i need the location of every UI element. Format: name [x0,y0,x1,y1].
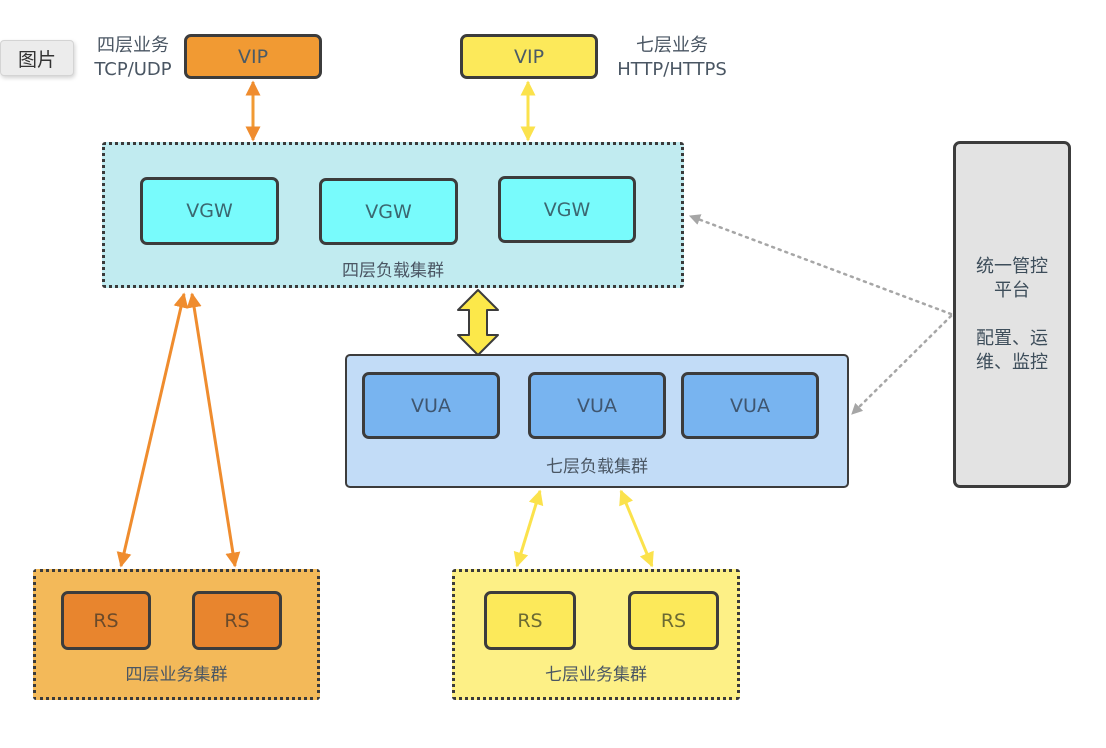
image-badge[interactable]: 图片 [0,40,74,76]
l7-vip-node[interactable]: VIP [460,34,598,79]
l4-business-cluster-caption: 四层业务集群 [125,665,228,685]
l4-load-cluster-caption: 四层负载集群 [342,261,444,281]
arrow-l7-cluster-to-rs2 [619,489,654,568]
l7-business-cluster-caption: 七层业务集群 [545,665,647,685]
l7-rs-node-1[interactable]: RS [484,591,576,650]
l7-rs-node-2[interactable]: RS [628,591,719,650]
vua-node-1[interactable]: VUA [362,372,500,439]
arrow-l4-cluster-to-rs2 [186,292,241,568]
control-platform[interactable]: 统一管控 平台 配置、运 维、监控 [953,141,1071,488]
vgw-node-2[interactable]: VGW [319,178,458,245]
l4-service-label: 四层业务 TCP/UDP [78,34,188,82]
vua-node-3[interactable]: VUA [681,372,819,439]
l4-vip-node[interactable]: VIP [184,34,322,79]
arrow-l7-cluster-to-rs1 [513,489,544,568]
vgw-node-3[interactable]: VGW [498,176,636,243]
arrow-platform-to-l4-cluster [688,214,953,316]
vgw-node-1[interactable]: VGW [140,177,279,245]
platform-title-line1: 统一管控 [976,255,1048,277]
l7-service-label-line2: HTTP/HTTPS [617,59,727,80]
platform-desc-line2: 维、监控 [976,351,1048,373]
l4-rs-node-1[interactable]: RS [61,591,151,650]
vua-node-2[interactable]: VUA [528,372,666,439]
platform-desc-line1: 配置、运 [976,327,1048,349]
arrow-platform-to-l7-cluster [850,314,953,416]
l4-service-label-line2: TCP/UDP [94,59,172,80]
l7-service-label-line1: 七层业务 [636,35,708,56]
l4-service-label-line1: 四层业务 [97,35,169,56]
l7-load-cluster-caption: 七层负载集群 [546,457,648,477]
l7-service-label: 七层业务 HTTP/HTTPS [604,34,740,82]
platform-title-line2: 平台 [994,279,1030,301]
arrow-l4-l7-bidirectional [457,289,499,356]
arrow-l4-cluster-to-rs1 [116,292,189,568]
l4-rs-node-2[interactable]: RS [192,591,282,650]
